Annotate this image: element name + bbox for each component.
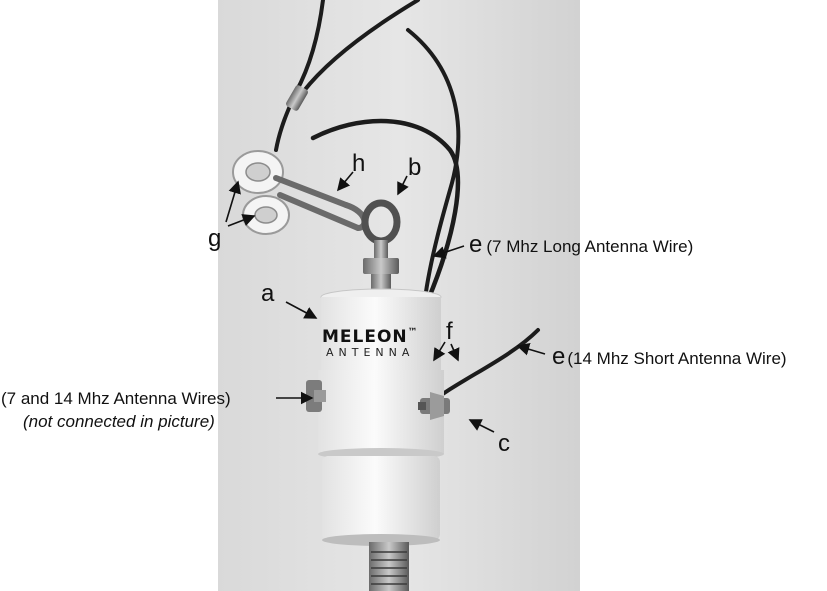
label-e-long: e <box>469 231 483 258</box>
side-note-line2: (not connected in picture) <box>23 412 215 431</box>
wing-nut-right <box>418 392 450 420</box>
wire-crimp <box>286 85 308 111</box>
label-b: b <box>408 154 422 181</box>
antenna-photo <box>218 0 580 591</box>
label-h: h <box>352 150 366 177</box>
label-e-short: e <box>552 343 566 370</box>
label-f: f <box>446 318 453 345</box>
label-e-short-desc: (14 Mhz Short Antenna Wire) <box>567 349 787 368</box>
brand-main: MELEON <box>322 327 408 347</box>
label-c: c <box>498 430 510 457</box>
brand-tm: ™ <box>407 327 419 338</box>
brand-logo-text: MELEON™ <box>322 327 419 347</box>
label-a: a <box>261 280 275 307</box>
label-g: g <box>208 225 222 252</box>
label-e-short-group: e(14 Mhz Short Antenna Wire) <box>552 345 787 369</box>
side-note-line1: (7 and 14 Mhz Antenna Wires) <box>1 389 231 408</box>
label-e-long-desc: (7 Mhz Long Antenna Wire) <box>486 237 694 256</box>
label-e-long-group: e(7 Mhz Long Antenna Wire) <box>469 233 693 257</box>
brand-subtext: ANTENNA <box>326 346 415 359</box>
